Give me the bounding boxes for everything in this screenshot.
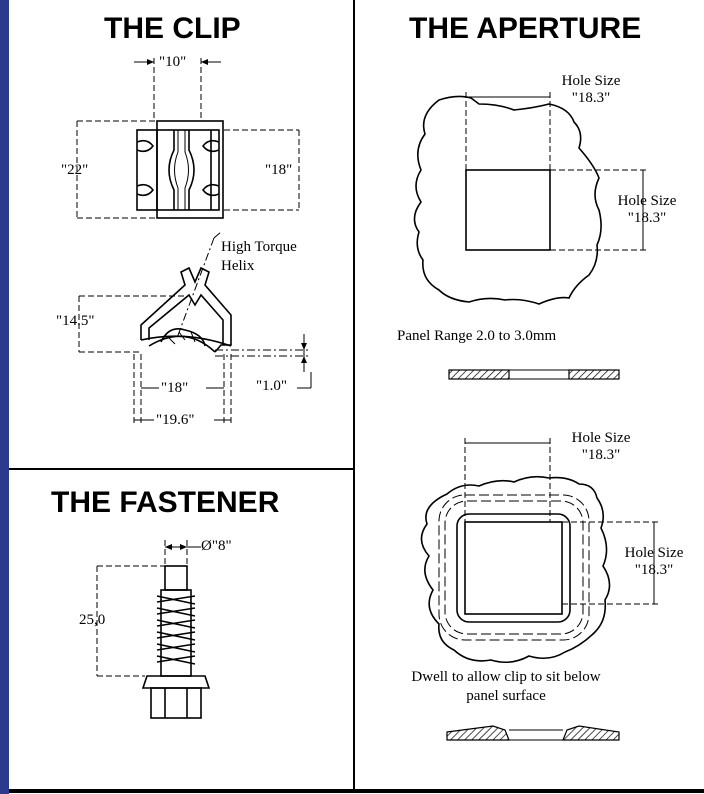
clip-top-view (76, 58, 300, 219)
clip-profile-height-dimension: "14.5" (56, 313, 95, 329)
clip-thickness-dimension: "1.0" (256, 378, 287, 394)
clip-base-inner-dimension: "18" (161, 380, 189, 396)
fastener-drawing (96, 540, 211, 719)
panel-range-note: Panel Range 2.0 to 3.0mm (397, 328, 557, 344)
technical-drawing-sheet: THE CLIP THE FASTENER THE APERTURE "10" … (9, 0, 704, 794)
clip-helix-callout: High Torque Helix (221, 239, 297, 274)
clip-outer-height-dimension: "22" (61, 162, 89, 178)
aperture-hole-width-label-1: Hole Size "18.3" (561, 73, 621, 106)
clip-heading: THE CLIP (104, 12, 241, 45)
aperture-hole-width-label-2: Hole Size "18.3" (571, 430, 631, 463)
clip-base-outer-dimension: "19.6" (156, 412, 195, 428)
aperture-hole-height-label-1: Hole Size "18.3" (617, 193, 677, 226)
clip-width-dimension: "10" (159, 54, 187, 70)
aperture-dwell-hole (420, 438, 659, 741)
aperture-heading: THE APERTURE (409, 12, 642, 45)
clip-inner-height-dimension: "18" (265, 162, 293, 178)
fastener-length-dimension: 25,0 (79, 612, 106, 628)
aperture-hole-height-label-2: Hole Size "18.3" (624, 545, 684, 578)
drawing-canvas (9, 0, 704, 793)
fastener-heading: THE FASTENER (51, 486, 280, 519)
aperture-plain-hole (413, 92, 649, 380)
panel-dividers (9, 0, 704, 793)
dwell-note: Dwell to allow clip to sit below panel s… (411, 669, 601, 704)
fastener-diameter-dimension: Ø"8" (201, 538, 232, 554)
clip-side-profile (78, 231, 312, 425)
